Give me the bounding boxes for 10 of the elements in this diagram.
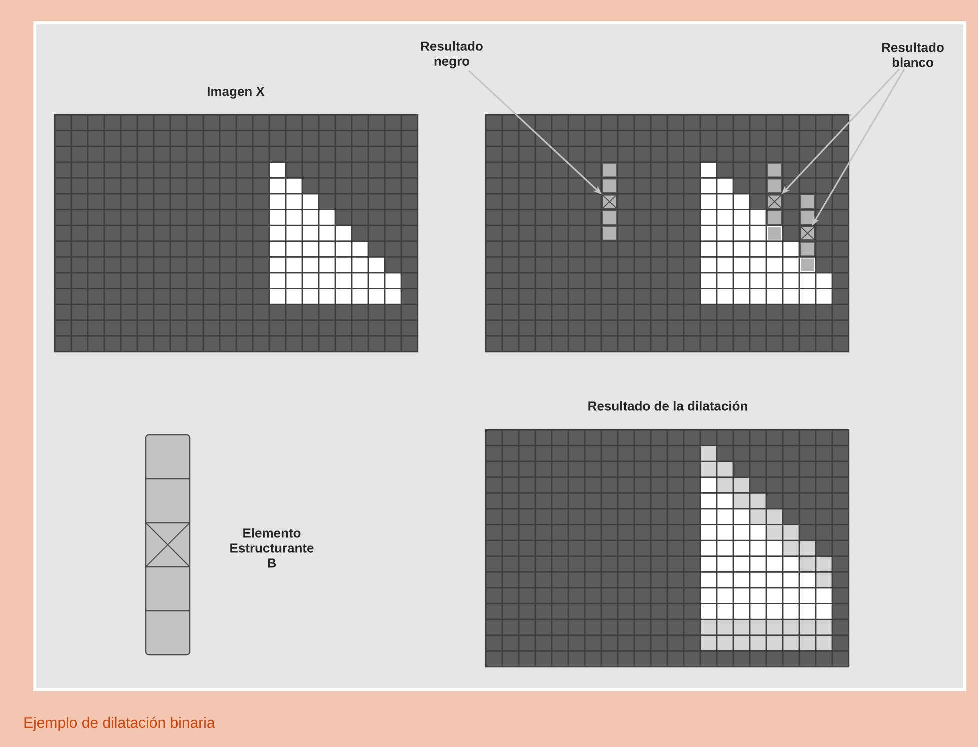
element-label: Elemento Estructurante B <box>230 528 314 568</box>
caption: Ejemplo de dilatación binaria <box>24 716 216 732</box>
probe-column <box>800 196 816 272</box>
probe-column <box>767 164 782 240</box>
callout-text: Resultado negro <box>421 41 483 69</box>
pixel-grid <box>485 114 850 353</box>
callout-text: Resultado blanco <box>882 42 944 68</box>
probe-column <box>602 164 618 240</box>
grid-title: Resultado de la dilatación <box>588 401 748 411</box>
grid-title: Imagen X <box>208 87 265 99</box>
